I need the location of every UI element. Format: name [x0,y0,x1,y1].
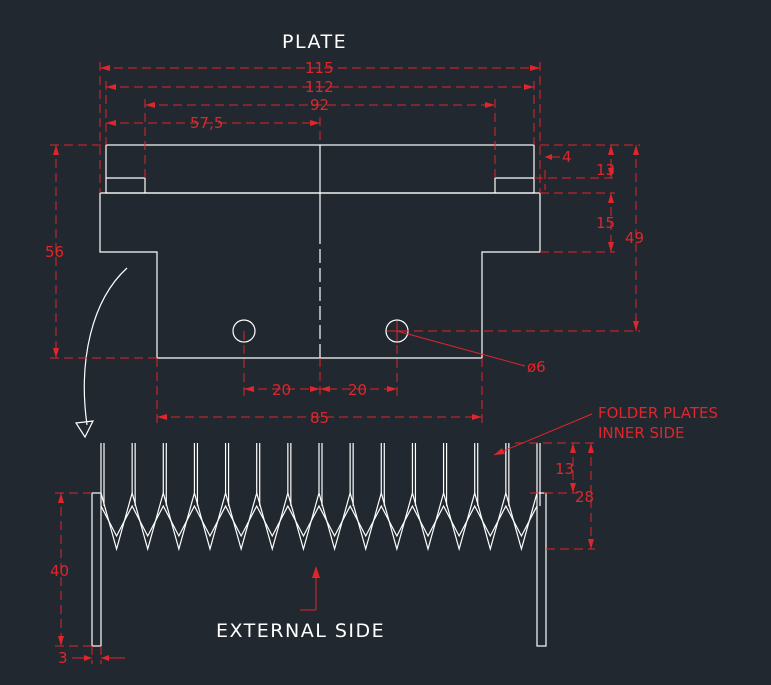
dim-13-bottom-text: 13 [555,460,574,478]
dim-13-top-text: 13 [596,161,615,179]
dim-15-text: 15 [596,214,615,232]
dim-57-5-text: 57,5 [190,114,223,132]
dim-28-text: 28 [575,488,594,506]
dim-115-text: 115 [305,59,334,77]
external-side-arrow-head [312,566,320,578]
label-external-side: EXTERNAL SIDE [216,620,385,642]
dim-49-text: 49 [625,229,644,247]
dim-4-text: 4 [562,148,572,166]
dim-92-text: 92 [310,96,329,114]
dim-6-leader [396,330,526,367]
rotation-arrow [83,267,128,426]
folder-zigzag-inner [100,504,538,538]
dim-40-text: 40 [50,562,69,580]
plate-geometry [74,144,541,439]
dim-20-left-text: 20 [272,381,291,399]
plate-hole-left [232,319,256,343]
dim-3-text: 3 [58,649,68,667]
label-plate: PLATE [282,31,347,53]
folder-leader [493,413,593,456]
label-folder-plates: FOLDER PLATES [598,404,718,422]
plate-step-right [494,177,534,193]
dim-6-text: ø6 [527,358,546,376]
labels: PLATE EXTERNAL SIDE FOLDER PLATES INNER … [45,31,718,667]
folder-right-plate [536,492,547,647]
rotation-arrow-head [74,420,95,439]
label-inner-side: INNER SIDE [598,424,685,442]
dim-112-text: 112 [305,78,334,96]
plate-step-left [106,177,146,193]
folder-zigzag [100,443,541,552]
dim-85-text: 85 [310,409,329,427]
dim-56-text: 56 [45,243,64,261]
dimensions [50,62,640,664]
folder-geometry [91,443,547,647]
dim-20-right-text: 20 [348,381,367,399]
folder-left-plate [91,492,102,647]
